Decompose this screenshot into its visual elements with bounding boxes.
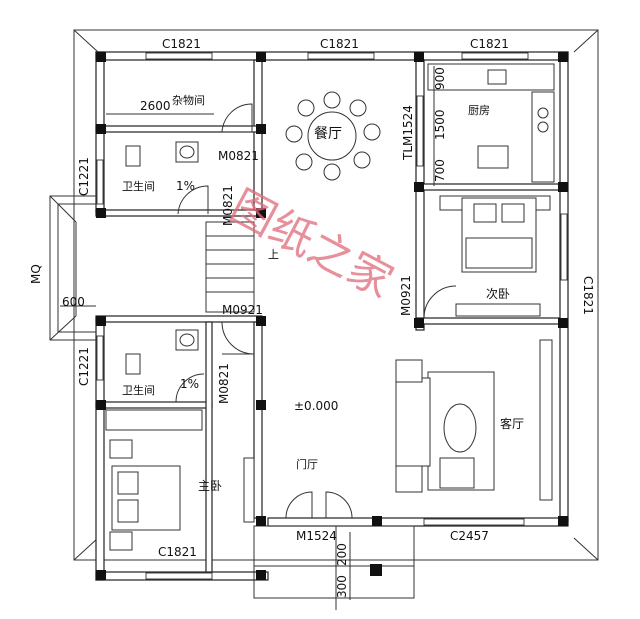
room-label-foyer: 门厅 xyxy=(296,457,318,471)
door-label-bath-lower: M0821 xyxy=(217,363,231,404)
second-bedroom-bed xyxy=(439,195,551,317)
window-symbols xyxy=(96,52,568,580)
dining-table xyxy=(285,91,381,181)
dimension-step-1: 200 xyxy=(335,543,349,566)
dimension-kitchen-mid: 1500 xyxy=(433,109,447,140)
door-label-entrance: M1524 xyxy=(296,529,337,543)
door-label-hall: M0921 xyxy=(222,303,263,317)
dimension-step-2: 300 xyxy=(335,575,349,598)
room-label-dining: 餐厅 xyxy=(314,126,342,142)
elevation-label: ±0.000 xyxy=(294,399,338,413)
door-label-bath-upper-side: M0821 xyxy=(221,185,235,226)
bathroom-fixtures xyxy=(125,141,199,375)
living-room-furniture xyxy=(395,339,553,501)
slope-label-bath-upper: 1% xyxy=(176,179,195,193)
window-label-top-left: C1821 xyxy=(162,37,201,51)
window-label-top-mid: C1821 xyxy=(320,37,359,51)
room-label-kitchen: 厨房 xyxy=(468,104,490,117)
room-label-living: 客厅 xyxy=(500,416,524,431)
room-label-bath-lower: 卫生间 xyxy=(122,383,155,397)
stair-direction-label: 上 xyxy=(268,248,279,261)
dimension-kitchen-top: 900 xyxy=(433,67,447,90)
watermark-text: 图纸之家 xyxy=(222,181,401,309)
window-label-bottom-right: C2457 xyxy=(450,529,489,543)
room-label-bath-upper: 卫生间 xyxy=(122,179,155,193)
dimension-lines xyxy=(60,66,435,600)
kitchen-fixtures xyxy=(427,63,555,183)
window-label-top-right: C1821 xyxy=(470,37,509,51)
structural-columns xyxy=(96,52,568,580)
window-label-bottom-left: C1821 xyxy=(158,545,197,559)
window-label-left-lower: C1221 xyxy=(77,347,91,386)
dimension-bay-depth: 600 xyxy=(62,295,85,309)
door-label-second-bedroom: M0921 xyxy=(399,275,413,316)
roof-outline xyxy=(73,29,599,561)
door-label-storage: M0821 xyxy=(218,149,259,163)
master-bedroom-furniture xyxy=(105,409,255,551)
room-label-master-bedroom: 主卧 xyxy=(198,479,222,493)
window-label-bay: MQ xyxy=(29,264,43,284)
staircase xyxy=(205,221,255,313)
door-symbols xyxy=(175,103,457,519)
window-label-right: C1821 xyxy=(581,276,595,315)
room-label-second-bedroom: 次卧 xyxy=(486,287,510,301)
dimension-kitchen-bottom: 700 xyxy=(433,159,447,182)
window-label-kitchen-side: TLM1524 xyxy=(401,105,415,161)
window-label-left-upper: C1221 xyxy=(77,157,91,196)
dimension-storage-width: 2600 xyxy=(140,99,171,113)
slope-label-bath-lower: 1% xyxy=(180,377,199,391)
room-label-storage: 杂物间 xyxy=(172,93,205,107)
